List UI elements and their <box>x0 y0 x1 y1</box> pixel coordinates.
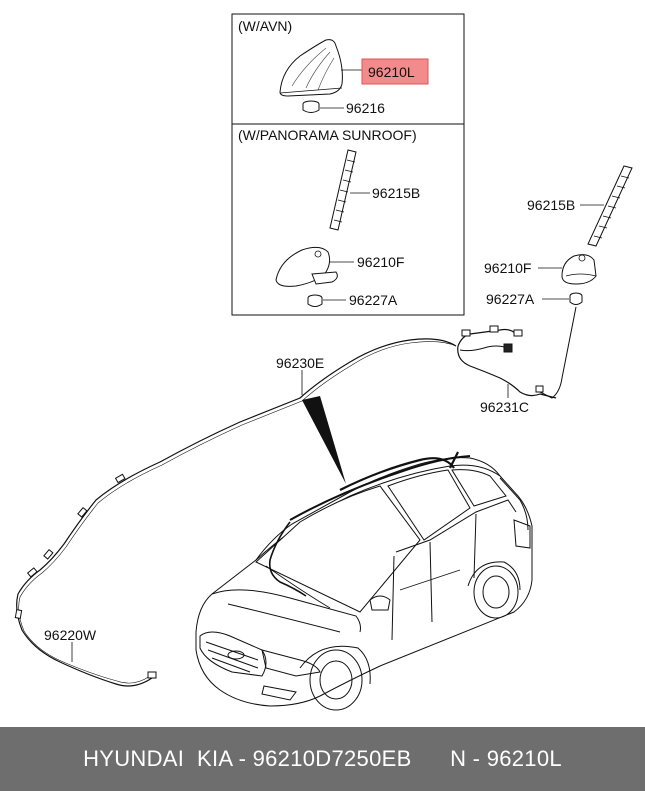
sunroof-box-title: (W/PANORAMA SUNROOF) <box>238 127 417 143</box>
footer-spacer <box>412 746 450 772</box>
grommet-96216 <box>302 100 320 113</box>
cable-96230E <box>16 338 457 687</box>
avn-box-title: (W/AVN) <box>238 18 292 34</box>
label-96216: 96216 <box>346 100 385 116</box>
inset-box-sunroof <box>231 123 465 316</box>
highlight-box-96210L <box>361 58 429 85</box>
rod-antenna-inset <box>329 149 357 231</box>
label-96215B-inset: 96215B <box>372 185 420 201</box>
antenna-parts-diagram: (W/AVN) (W/PANORAMA SUNROOF) 96210L 9621… <box>14 13 633 711</box>
grommet-inset-96227A <box>307 294 323 307</box>
label-96210F-inset: 96210F <box>357 254 404 270</box>
label-96210F: 96210F <box>484 260 531 276</box>
shark-fin-antenna-avn <box>279 39 343 97</box>
label-96231C: 96231C <box>480 399 529 415</box>
label-96215B: 96215B <box>527 197 575 213</box>
grommet-96227A <box>569 292 583 305</box>
antenna-feeder-cable <box>539 306 577 399</box>
antenna-base-main <box>561 254 597 285</box>
label-96227A: 96227A <box>486 291 535 307</box>
antenna-base-inset <box>275 246 338 287</box>
label-96210L: 96210L <box>368 64 415 80</box>
suv-illustration <box>195 451 533 711</box>
cable-connectors <box>14 473 157 679</box>
footer-bar: HYUNDAI KIA - 96210D7250EB N - 96210L <box>0 727 645 791</box>
label-96220W: 96220W <box>44 627 97 643</box>
label-96230E: 96230E <box>276 355 324 371</box>
pointer-wedge <box>302 396 346 484</box>
footer-brand-part-number: HYUNDAI KIA - 96210D7250EB <box>83 746 412 771</box>
rod-antenna-main <box>587 165 633 247</box>
label-96227A-inset: 96227A <box>349 292 398 308</box>
footer-reference-number: N - 96210L <box>450 746 562 771</box>
harness-96231C <box>457 325 557 399</box>
